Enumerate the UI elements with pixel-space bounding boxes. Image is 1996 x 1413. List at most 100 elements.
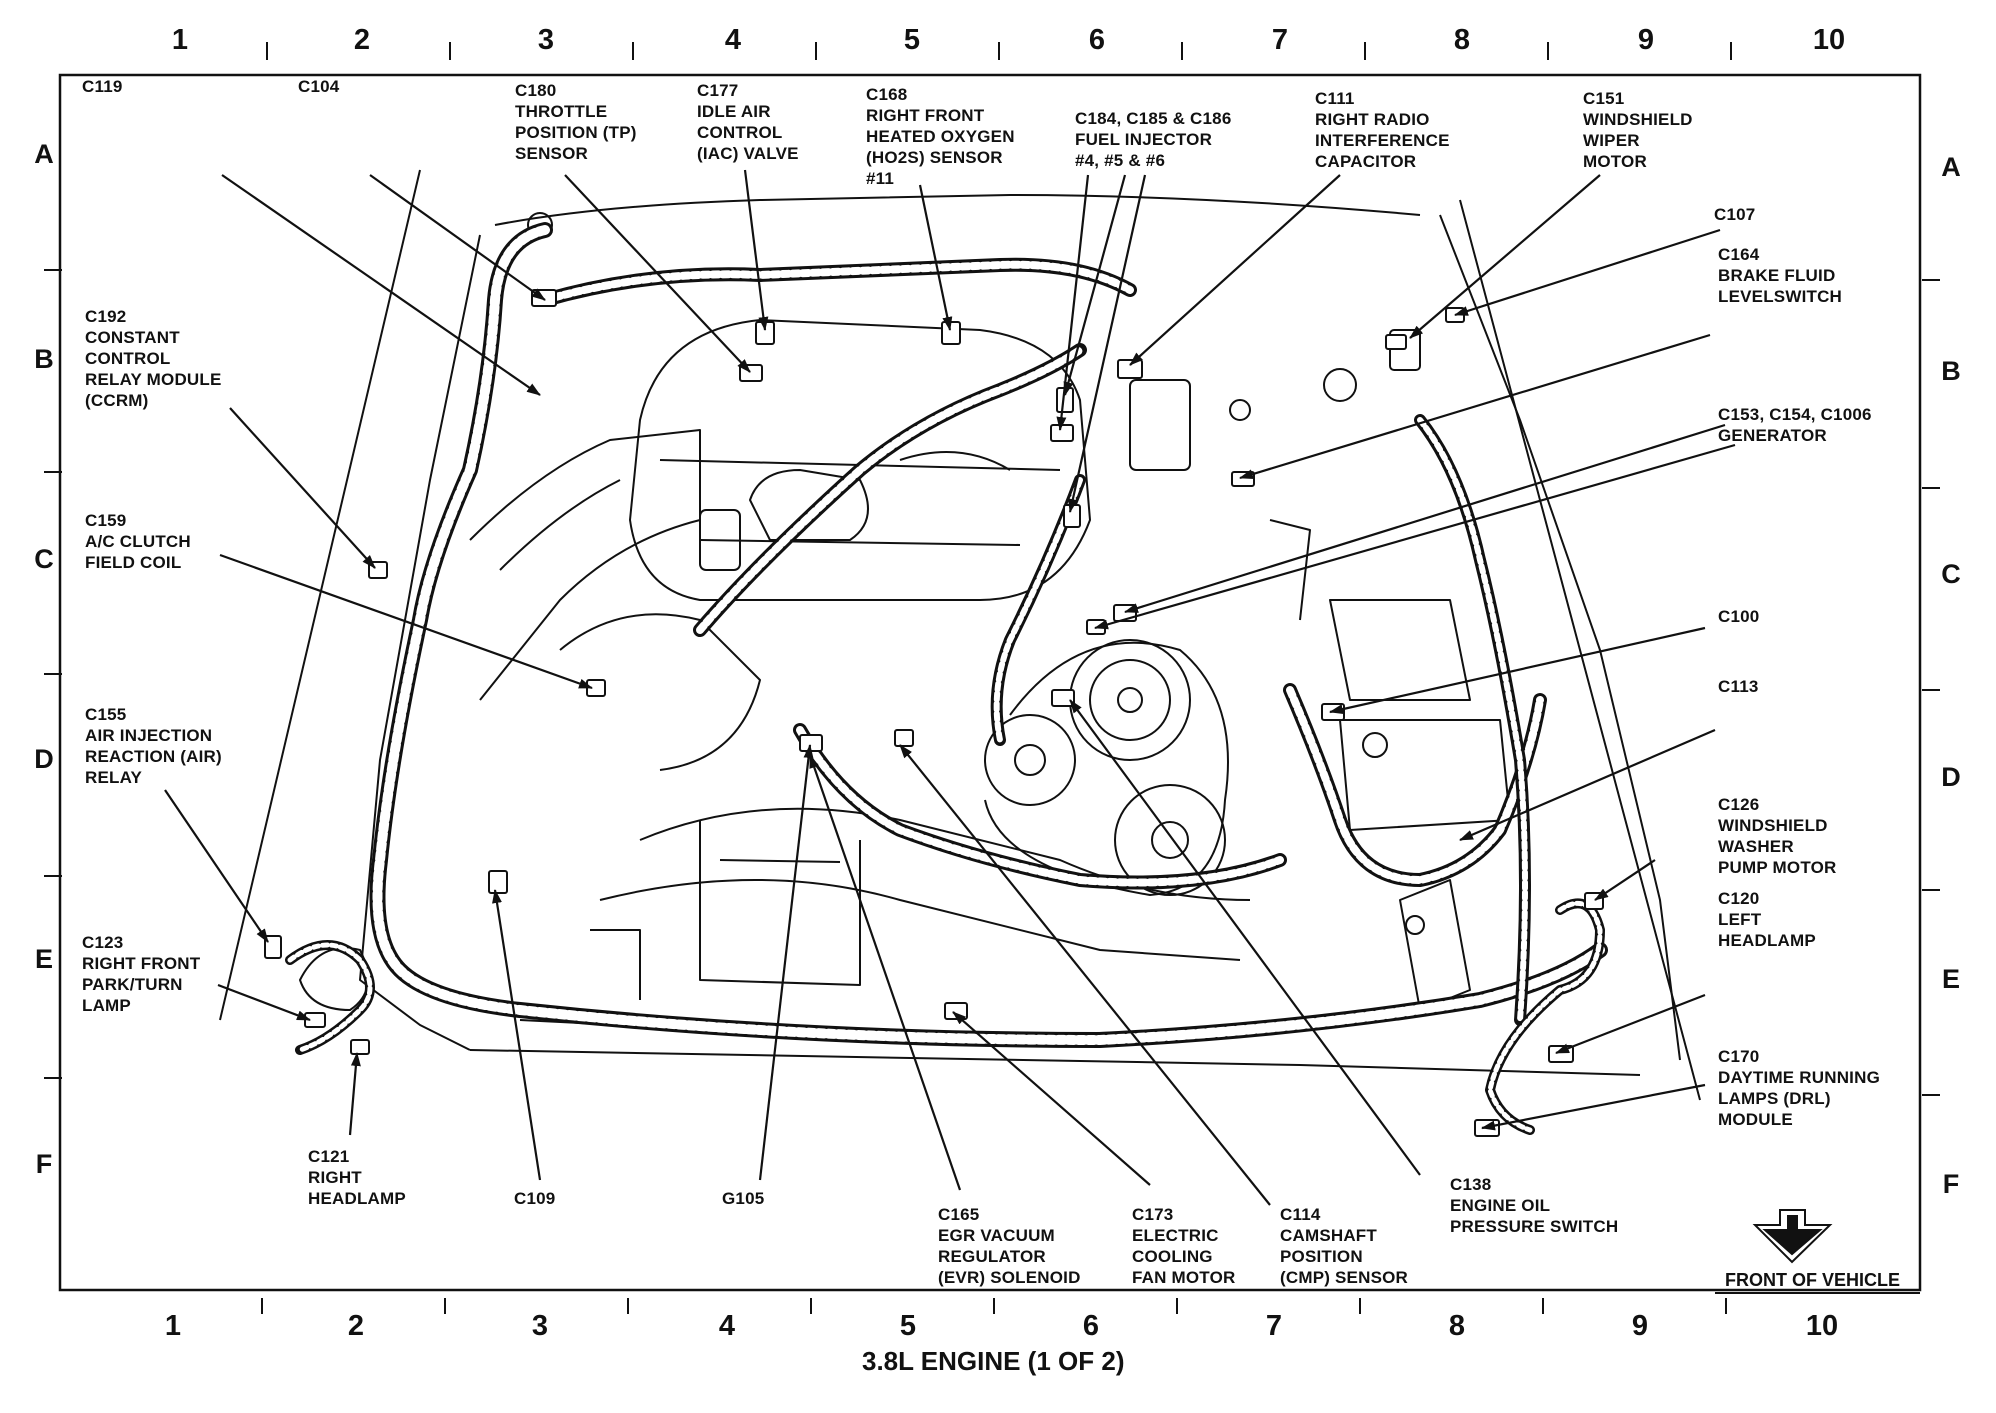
callout-line: C177 [697,81,739,100]
grid-col-top-4: 4 [724,24,742,56]
callout-line: C104 [298,77,340,96]
callout-line: COOLING [1132,1247,1213,1266]
callout-line: THROTTLE [515,102,608,121]
grid-col-top-7: 7 [1271,24,1289,56]
callout-line: C192 [85,307,127,326]
callout-line: ENGINE OIL [1450,1196,1551,1215]
callout-line: A/C CLUTCH [85,532,191,551]
callout-line: C113 [1718,677,1759,696]
callout-line: CONSTANT [85,328,180,347]
callout-line: IDLE AIR [697,102,771,121]
callout-line: MOTOR [1583,152,1647,171]
callout-line: C159 [85,511,127,530]
callout-line: #4, #5 & #6 [1075,151,1166,170]
grid-row-left-a: A [34,139,54,169]
grid-col-top-10: 10 [1812,24,1846,56]
callout-line: RIGHT FRONT [866,106,985,125]
callout-line: C100 [1718,607,1760,626]
grid-col-bottom-7: 7 [1265,1310,1283,1342]
callout-line: EGR VACUUM [938,1226,1055,1245]
grid-col-bottom-1: 1 [164,1310,182,1342]
front-of-vehicle-label: FRONT OF VEHICLE [1725,1270,1900,1290]
callout-line: HEADLAMP [308,1189,406,1208]
grid-col-top-8: 8 [1453,24,1471,56]
callout-line: C153, C154, C1006 [1718,405,1872,424]
callout-line: GENERATOR [1718,426,1827,445]
callout-line: POSITION [1280,1247,1363,1266]
callout-line: HEATED OXYGEN [866,127,1015,146]
grid-col-bottom-10: 10 [1805,1310,1839,1342]
grid-row-left-e: E [34,944,53,974]
grid-ticks-top [266,42,1732,60]
grid-row-left-f: F [35,1149,53,1179]
callout-line: C180 [515,81,557,100]
callout-c100: C100 [1718,606,1759,627]
grid-row-right-f: F [1942,1169,1960,1199]
callout-line: C168 [866,85,908,104]
callout-line: REGULATOR [938,1247,1046,1266]
callout-line: (EVR) SOLENOID [938,1268,1081,1287]
callout-line: C119 [82,77,123,96]
callout-line: HEADLAMP [1718,931,1816,950]
callout-line: RIGHT FRONT [82,954,201,973]
callout-line: CONTROL [85,349,171,368]
grid-col-top-2: 2 [353,24,371,56]
callout-line: LAMPS (DRL) [1718,1089,1831,1108]
callout-line: SENSOR [515,144,588,163]
callout-line: C114 [1280,1205,1321,1224]
grid-row-right-d: D [1941,762,1961,792]
callout-line: RIGHT [308,1168,362,1187]
grid-col-bottom-2: 2 [347,1310,365,1342]
callout-line: C126 [1718,795,1760,814]
callout-line: (HO2S) SENSOR [866,148,1003,167]
callout-line: C111 [1315,89,1355,108]
wiring-harness [285,222,1608,1135]
callout-line: RELAY MODULE [85,370,222,389]
grid-col-bottom-3: 3 [531,1310,549,1342]
grid-row-left-c: C [34,544,54,574]
callout-line: (CCRM) [85,391,149,410]
callout-line: CONTROL [697,123,783,142]
callout-line: LEFT [1718,910,1762,929]
callout-line: PUMP MOTOR [1718,858,1837,877]
callout-c119: C119 [82,76,123,97]
callout-line: #11 [866,169,895,188]
callout-line: FIELD COIL [85,553,182,572]
grid-ticks-bottom [261,1298,1727,1314]
grid-row-right-c: C [1941,559,1961,589]
callout-line: G105 [722,1189,765,1208]
callout-line: CAPACITOR [1315,152,1417,171]
grid-col-bottom-4: 4 [718,1310,736,1342]
callout-line: C107 [1714,205,1756,224]
grid-col-top-3: 3 [537,24,555,56]
callout-line: REACTION (AIR) [85,747,222,766]
grid-col-bottom-5: 5 [899,1310,917,1342]
callout-line: POSITION (TP) [515,123,637,142]
grid-col-bottom-9: 9 [1631,1310,1649,1342]
callout-line: WIPER [1583,131,1640,150]
callout-line: C120 [1718,889,1760,908]
leader-lines [164,169,1736,1206]
callout-line: INTERFERENCE [1315,131,1450,150]
callout-line: (IAC) VALVE [697,144,799,163]
callout-line: LAMP [82,996,131,1015]
callout-c104: C104 [298,76,339,97]
callout-line: ELECTRIC [1132,1226,1219,1245]
callout-line: C138 [1450,1175,1492,1194]
callout-line: C164 [1718,245,1760,264]
callout-line: C170 [1718,1047,1760,1066]
callout-line: FUEL INJECTOR [1075,130,1213,149]
